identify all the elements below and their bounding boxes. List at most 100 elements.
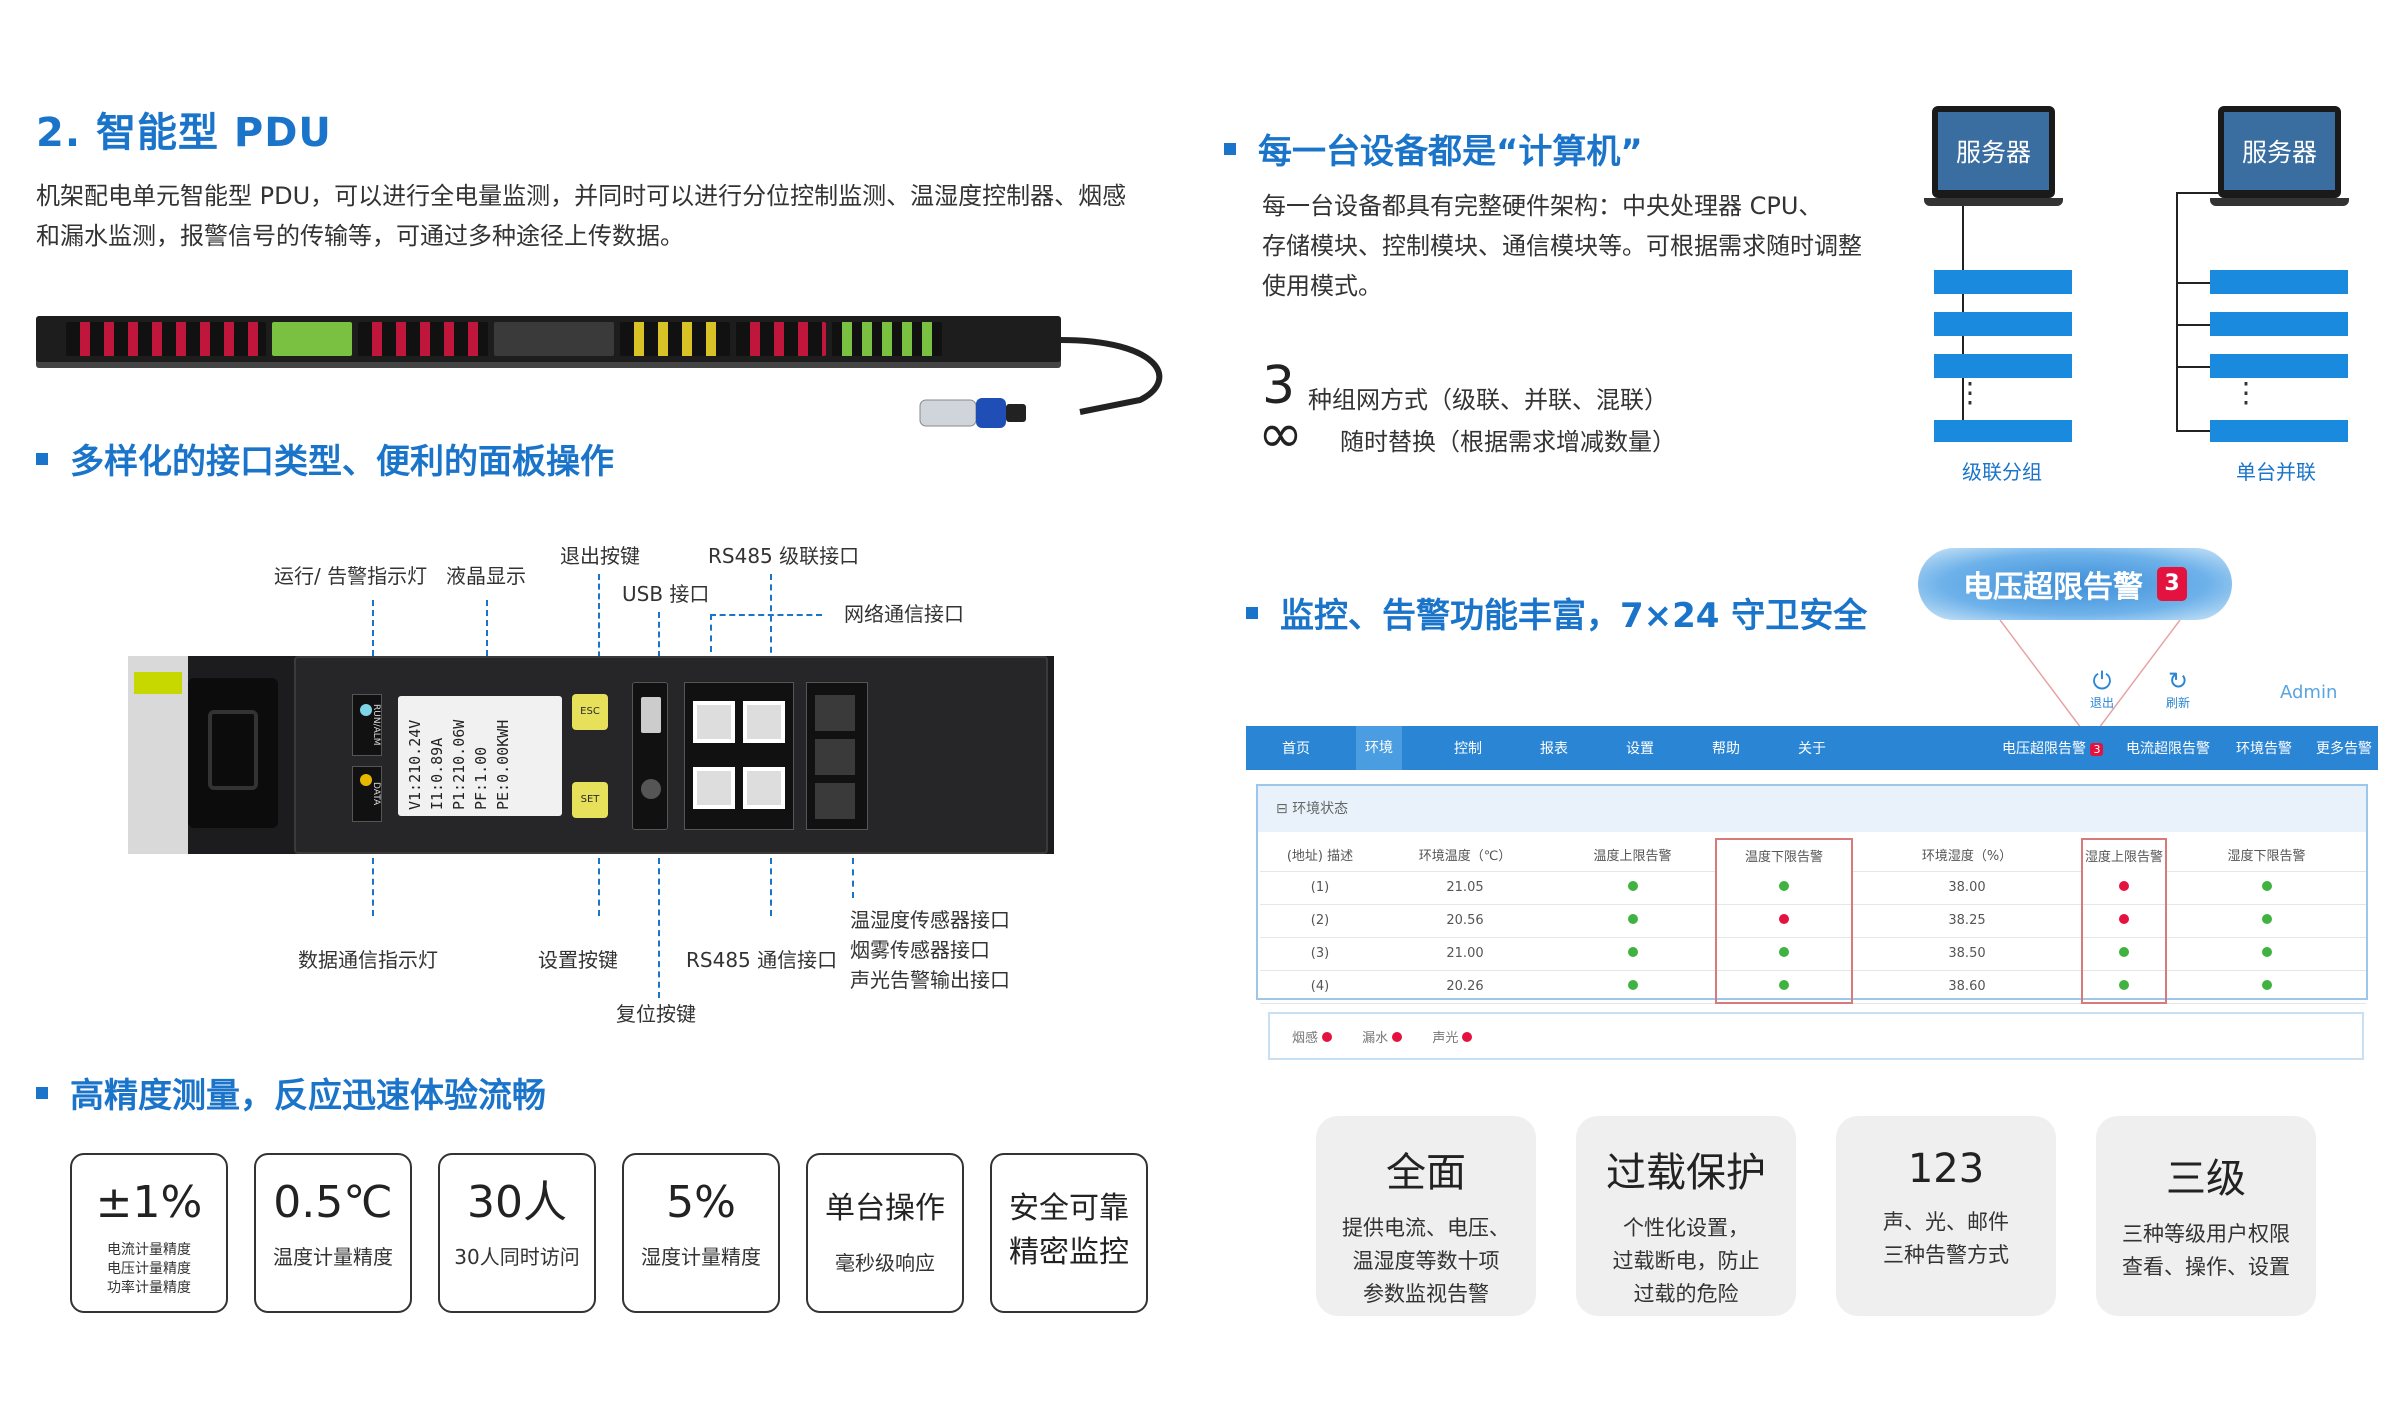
bullet-icon	[36, 452, 48, 465]
outlet-icon	[188, 678, 278, 828]
cascade-label: 级联分组	[1962, 460, 2042, 484]
set-button[interactable]: SET	[572, 782, 608, 818]
pdu-bar-icon	[2210, 312, 2348, 326]
nav-help[interactable]: 帮助	[1712, 741, 1740, 757]
nav-more-alarm[interactable]: 更多告警	[2316, 741, 2372, 757]
logout-button[interactable]: ⏻ 退出	[2090, 667, 2115, 710]
leader-line	[770, 858, 772, 916]
table-cell: 38.60	[1852, 970, 2082, 1004]
spec-box: 30人 30人同时访问	[438, 1153, 596, 1313]
plug-icon	[919, 398, 1026, 428]
nav-alarm-badge: 3	[2090, 743, 2104, 756]
table-cell: (3)	[1260, 937, 1380, 971]
sensor-status-bar: 烟感 漏水 声光	[1268, 1012, 2364, 1060]
env-table: (地址) 描述 环境温度（℃） 温度上限告警 温度下限告警 环境湿度（%） 湿度…	[1260, 838, 2366, 1004]
connector-line	[2176, 194, 2178, 430]
rj45-port-icon	[693, 701, 735, 743]
feature-card: 三级 三种等级用户权限 查看、操作、设置	[2096, 1116, 2316, 1316]
run-led-icon	[360, 704, 372, 716]
rj45-port-icon	[743, 701, 785, 743]
main-nav: 首页 环境 控制 报表 设置 帮助 关于 电压超限告警 3 电流超限告警 环境告…	[1246, 726, 2378, 770]
reset-button[interactable]	[641, 779, 661, 799]
alarm-label: 声光	[1432, 1030, 1459, 1046]
label-usb: USB 接口	[622, 582, 710, 606]
pdu-bar-icon	[2210, 354, 2348, 368]
rj45-port-icon	[743, 767, 785, 809]
refresh-icon: ↻	[2167, 667, 2189, 695]
page-title: 2. 智能型 PDU	[36, 110, 332, 156]
status-dot-icon	[1627, 980, 1638, 990]
label-set-key: 设置按键	[538, 948, 618, 972]
nav-environment[interactable]: 环境	[1356, 726, 1402, 770]
leader-line	[710, 614, 822, 616]
bullet-icon	[1224, 142, 1236, 155]
voltage-alarm-bubble: 电压超限告警 3	[1918, 548, 2232, 620]
leader-line	[598, 574, 600, 696]
computer-desc-2: 存储模块、控制模块、通信模块等。可根据需求随时调整	[1262, 232, 1862, 260]
leader-line	[486, 600, 488, 656]
label-rs485-comm: RS485 通信接口	[686, 948, 838, 972]
table-cell: 20.56	[1380, 904, 1550, 938]
nav-current-alarm[interactable]: 电流超限告警	[2126, 741, 2210, 757]
leader-line	[852, 858, 854, 898]
water-status-dot	[1392, 1031, 1403, 1042]
refresh-button[interactable]: ↻ 刷新	[2166, 667, 2191, 710]
spec-box: 单台操作 毫秒级响应	[806, 1153, 964, 1313]
pdu-bar-icon	[1934, 270, 2072, 284]
lcd-display: V1:210.24V I1:0.89A P1:210.06W PF:1.00 P…	[398, 696, 562, 816]
rj11-port-icon	[815, 739, 855, 775]
panel-header: ⊟ 环境状态	[1258, 786, 2366, 832]
label-data-led: 数据通信指示灯	[298, 948, 438, 972]
table-cell: 21.00	[1380, 937, 1550, 971]
nav-report[interactable]: 报表	[1540, 741, 1568, 757]
label-network: 网络通信接口	[844, 602, 964, 626]
table-cell: (1)	[1260, 871, 1380, 905]
nav-settings[interactable]: 设置	[1626, 741, 1654, 757]
spec-box: ±1% 电流计量精度 电压计量精度 功率计量精度	[70, 1153, 228, 1313]
sound-status-dot	[1462, 1031, 1473, 1042]
table-cell: 38.00	[1852, 871, 2082, 905]
intro-line-1: 机架配电单元智能型 PDU，可以进行全电量监测，并同时可以进行分位控制监测、温湿…	[36, 182, 1127, 210]
leader-line	[658, 612, 660, 696]
intro-line-2: 和漏水监测，报警信号的传输等，可通过多种途径上传数据。	[36, 222, 684, 250]
status-dot-icon	[1627, 881, 1638, 891]
pdu-bar-icon	[2210, 420, 2348, 432]
nav-voltage-alarm[interactable]: 电压超限告警 3	[2002, 738, 2104, 758]
spec-box: 安全可靠 精密监控	[990, 1153, 1148, 1313]
status-dot-icon	[2119, 947, 2129, 957]
label-exit-key: 退出按键	[560, 544, 640, 568]
usb-port-icon	[641, 697, 661, 733]
label-sensor-alarm: 声光告警输出接口	[850, 968, 1010, 992]
admin-user[interactable]: Admin	[2280, 682, 2338, 703]
power-icon: ⏻	[2092, 667, 2112, 695]
table-row: (4)20.26 38.60	[1260, 970, 2366, 1004]
nav-control[interactable]: 控制	[1454, 741, 1482, 757]
nav-home[interactable]: 首页	[1282, 741, 1310, 757]
nav-about[interactable]: 关于	[1798, 741, 1826, 757]
section-computer-title: 每一台设备都是“计算机”	[1224, 124, 1643, 173]
pdu-bar-icon	[1934, 354, 2072, 368]
smoke-status-dot	[1322, 1031, 1333, 1042]
table-cell: (4)	[1260, 970, 1380, 1004]
section-interface-title: 多样化的接口类型、便利的面板操作	[36, 434, 614, 483]
label-lcd: 液晶显示	[446, 564, 526, 588]
label-run-alarm: 运行/ 告警指示灯	[274, 564, 428, 588]
server-icon: 服务器	[1924, 106, 2063, 206]
bullet-icon	[1246, 606, 1258, 619]
power-cable-icon	[1059, 337, 1163, 415]
pdu-bar-icon	[1934, 420, 2072, 432]
status-dot-icon	[1779, 979, 1789, 990]
table-cell: 38.25	[1852, 904, 2082, 938]
esc-button[interactable]: ESC	[572, 694, 608, 730]
status-dot-icon	[2119, 979, 2129, 990]
net-ports	[684, 682, 794, 830]
replace-anytime: 随时替换（根据需求增减数量）	[1340, 428, 1676, 456]
rj11-port-icon	[815, 783, 855, 819]
label-rs485-cascade: RS485 级联接口	[708, 544, 860, 568]
nav-env-alarm[interactable]: 环境告警	[2236, 741, 2292, 757]
leader-line	[598, 858, 600, 916]
table-cell: 20.26	[1380, 970, 1550, 1004]
